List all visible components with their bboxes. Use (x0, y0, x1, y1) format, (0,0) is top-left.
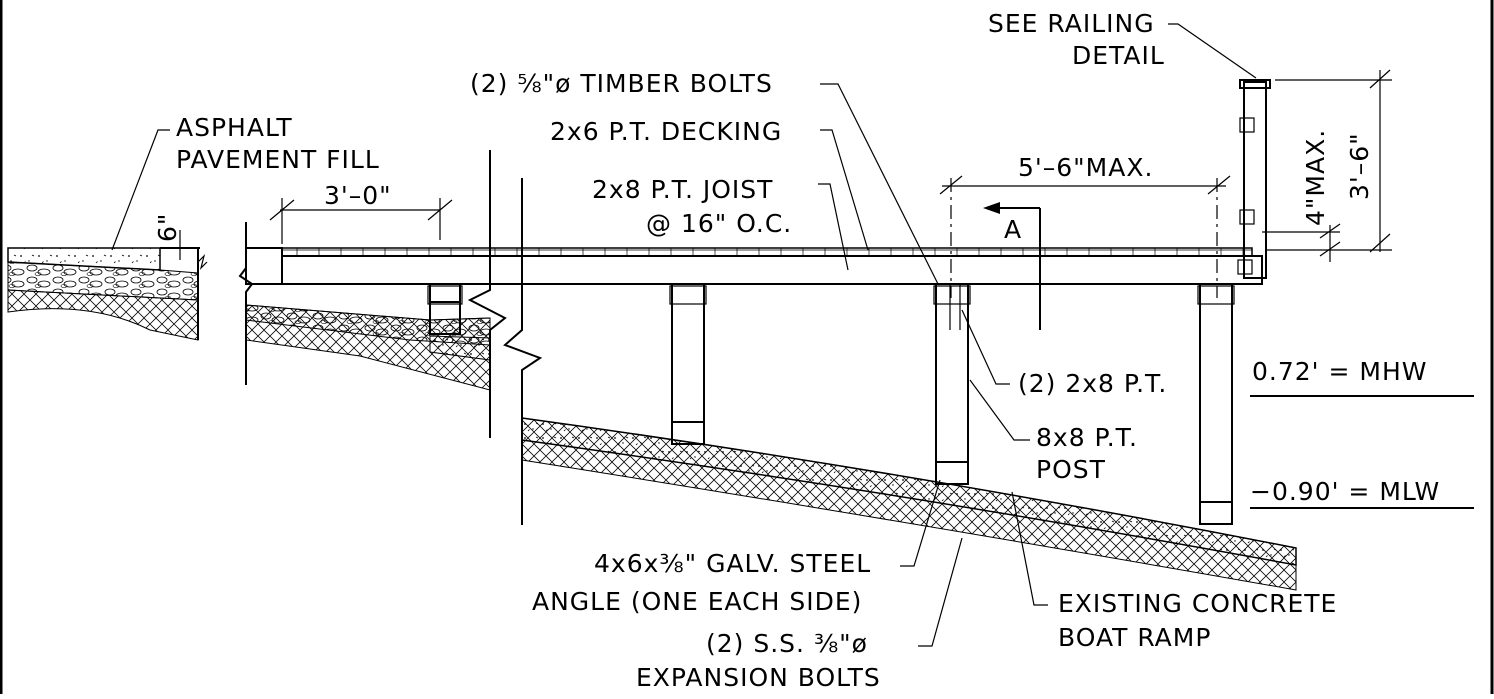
two-2x8-label: (2) 2x8 P.T. (1018, 369, 1167, 398)
railing-detail-label-2: DETAIL (1072, 41, 1165, 70)
post-label-1: 8x8 P.T. (1036, 423, 1138, 452)
expansion-bolts-label-2: EXPANSION BOLTS (636, 663, 881, 692)
timber-bolts-label: (2) ⅝"ø TIMBER BOLTS (470, 69, 773, 98)
deck-and-joist (281, 247, 1263, 285)
dimension-5-6-max: 5'–6"MAX. (1018, 153, 1153, 182)
asphalt-label-2: PAVEMENT FILL (176, 145, 380, 174)
section-a-marker: A (1004, 215, 1022, 244)
concrete-boat-ramp (521, 417, 1297, 591)
mlw-label: −0.90' = MLW (1250, 477, 1440, 506)
dimension-6-inch: 6" (153, 213, 182, 242)
dimension-3-6: 3'–6" (1345, 132, 1374, 200)
annotation-labels: SEE RAILING DETAIL (2) ⅝"ø TIMBER BOLTS … (153, 9, 1440, 692)
asphalt-pavement-area (7, 230, 208, 341)
joist-label-1: 2x8 P.T. JOIST (592, 175, 773, 204)
railing-post (1237, 79, 1271, 279)
joist-label-2: @ 16" O.C. (646, 209, 792, 238)
boat-ramp-label-1: EXISTING CONCRETE (1058, 589, 1337, 618)
railing-detail-label-1: SEE RAILING (988, 9, 1155, 38)
dimension-lines (269, 69, 1474, 509)
dimension-3-0: 3'–0" (324, 181, 392, 210)
mhw-label: 0.72' = MHW (1252, 357, 1427, 386)
section-centerlines (950, 178, 1218, 330)
dimension-4-max: 4"MAX. (1301, 129, 1330, 226)
decking-label: 2x6 P.T. DECKING (550, 117, 782, 146)
expansion-bolts-label-1: (2) S.S. ⅜"ø (706, 629, 868, 658)
post-label-2: POST (1036, 455, 1106, 484)
steel-angle-label-2: ANGLE (ONE EACH SIDE) (532, 587, 862, 616)
steel-angle-label-1: 4x6x⅜" GALV. STEEL (594, 549, 871, 578)
asphalt-label-1: ASPHALT (176, 113, 293, 142)
leader-lines (111, 23, 1257, 647)
boat-ramp-label-2: BOAT RAMP (1058, 623, 1211, 652)
pier-posts (427, 283, 1235, 525)
